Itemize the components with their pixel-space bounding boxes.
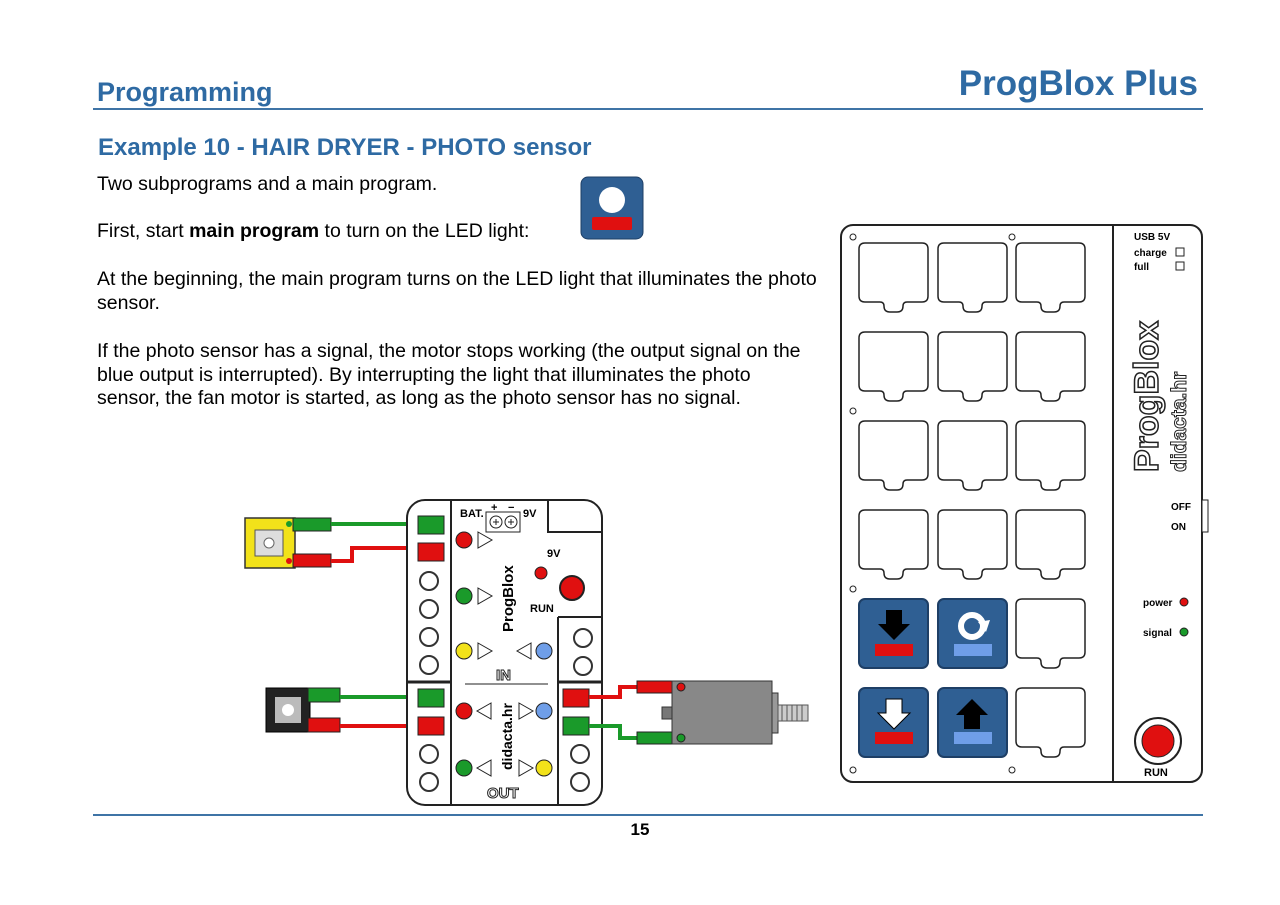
empty-slot xyxy=(858,242,929,313)
footer-rule xyxy=(93,814,1203,816)
tile-output-red xyxy=(858,598,929,669)
main-program-button-icon xyxy=(580,176,644,240)
section-title: Programming xyxy=(97,77,273,107)
empty-slot xyxy=(937,331,1008,402)
sensor-plug-green xyxy=(292,517,332,532)
page-number: 15 xyxy=(630,820,650,839)
lamp-plug-red xyxy=(307,717,341,733)
program-slots xyxy=(858,242,1086,758)
sensor-plug-red xyxy=(292,553,332,568)
off-label: OFF xyxy=(1171,502,1191,513)
bat-label: BAT. xyxy=(460,508,484,520)
panel-run-label: RUN xyxy=(1144,767,1168,779)
empty-slot xyxy=(858,509,929,580)
usb-label: USB 5V xyxy=(1134,232,1170,243)
motor-plug-green xyxy=(636,731,678,745)
progblox-module xyxy=(406,499,603,806)
lamp-plug-green xyxy=(307,687,341,703)
power-label: power xyxy=(1143,598,1173,609)
header-rule xyxy=(93,108,1203,110)
photo-sensor xyxy=(244,517,296,569)
module-run-label: RUN xyxy=(530,603,554,615)
intro-text: Two subprograms and a main program. xyxy=(97,173,438,195)
plus-label: + xyxy=(491,502,497,514)
first-step-text: First, start main program to turn on the… xyxy=(97,220,530,242)
wire-red-motor xyxy=(589,685,637,699)
empty-slot xyxy=(937,420,1008,491)
volt-label: 9V xyxy=(523,508,537,520)
empty-slot xyxy=(1015,331,1086,402)
wire-green-motor xyxy=(589,724,637,740)
empty-slot xyxy=(937,242,1008,313)
product-title: ProgBlox Plus xyxy=(958,64,1198,103)
in-label: IN xyxy=(496,667,511,684)
tile-up-blue xyxy=(937,687,1008,758)
tile-loop xyxy=(937,598,1008,669)
out-label: OUT xyxy=(487,785,519,802)
module-brand: ProgBlox xyxy=(500,565,517,632)
empty-slot xyxy=(1015,598,1086,669)
wire-red-1 xyxy=(331,546,418,563)
panel-site: didacta.hr xyxy=(1168,372,1191,472)
minus-label: − xyxy=(508,502,514,514)
full-label: full xyxy=(1134,262,1149,273)
on-label: ON xyxy=(1171,522,1186,533)
empty-slot xyxy=(858,331,929,402)
module-site: didacta.hr xyxy=(499,703,515,770)
volt2-label: 9V xyxy=(547,548,561,560)
paragraph-1: At the beginning, the main program turns… xyxy=(97,268,817,314)
empty-slot xyxy=(1015,687,1086,758)
motor-plug-red xyxy=(636,680,678,694)
example-title: Example 10 - HAIR DRYER - PHOTO sensor xyxy=(98,134,592,161)
panel-brand: ProgBlox xyxy=(1128,321,1166,472)
paragraph-2: If the photo sensor has a signal, the mo… xyxy=(97,340,801,409)
empty-slot xyxy=(1015,242,1086,313)
tile-input-red xyxy=(858,687,929,758)
empty-slot xyxy=(1015,509,1086,580)
empty-slot xyxy=(858,420,929,491)
charge-label: charge xyxy=(1134,248,1167,259)
control-panel xyxy=(840,224,1209,783)
empty-slot xyxy=(937,509,1008,580)
fan-motor xyxy=(661,680,809,745)
empty-slot xyxy=(1015,420,1086,491)
lamp-module xyxy=(265,687,311,733)
signal-label: signal xyxy=(1143,628,1172,639)
